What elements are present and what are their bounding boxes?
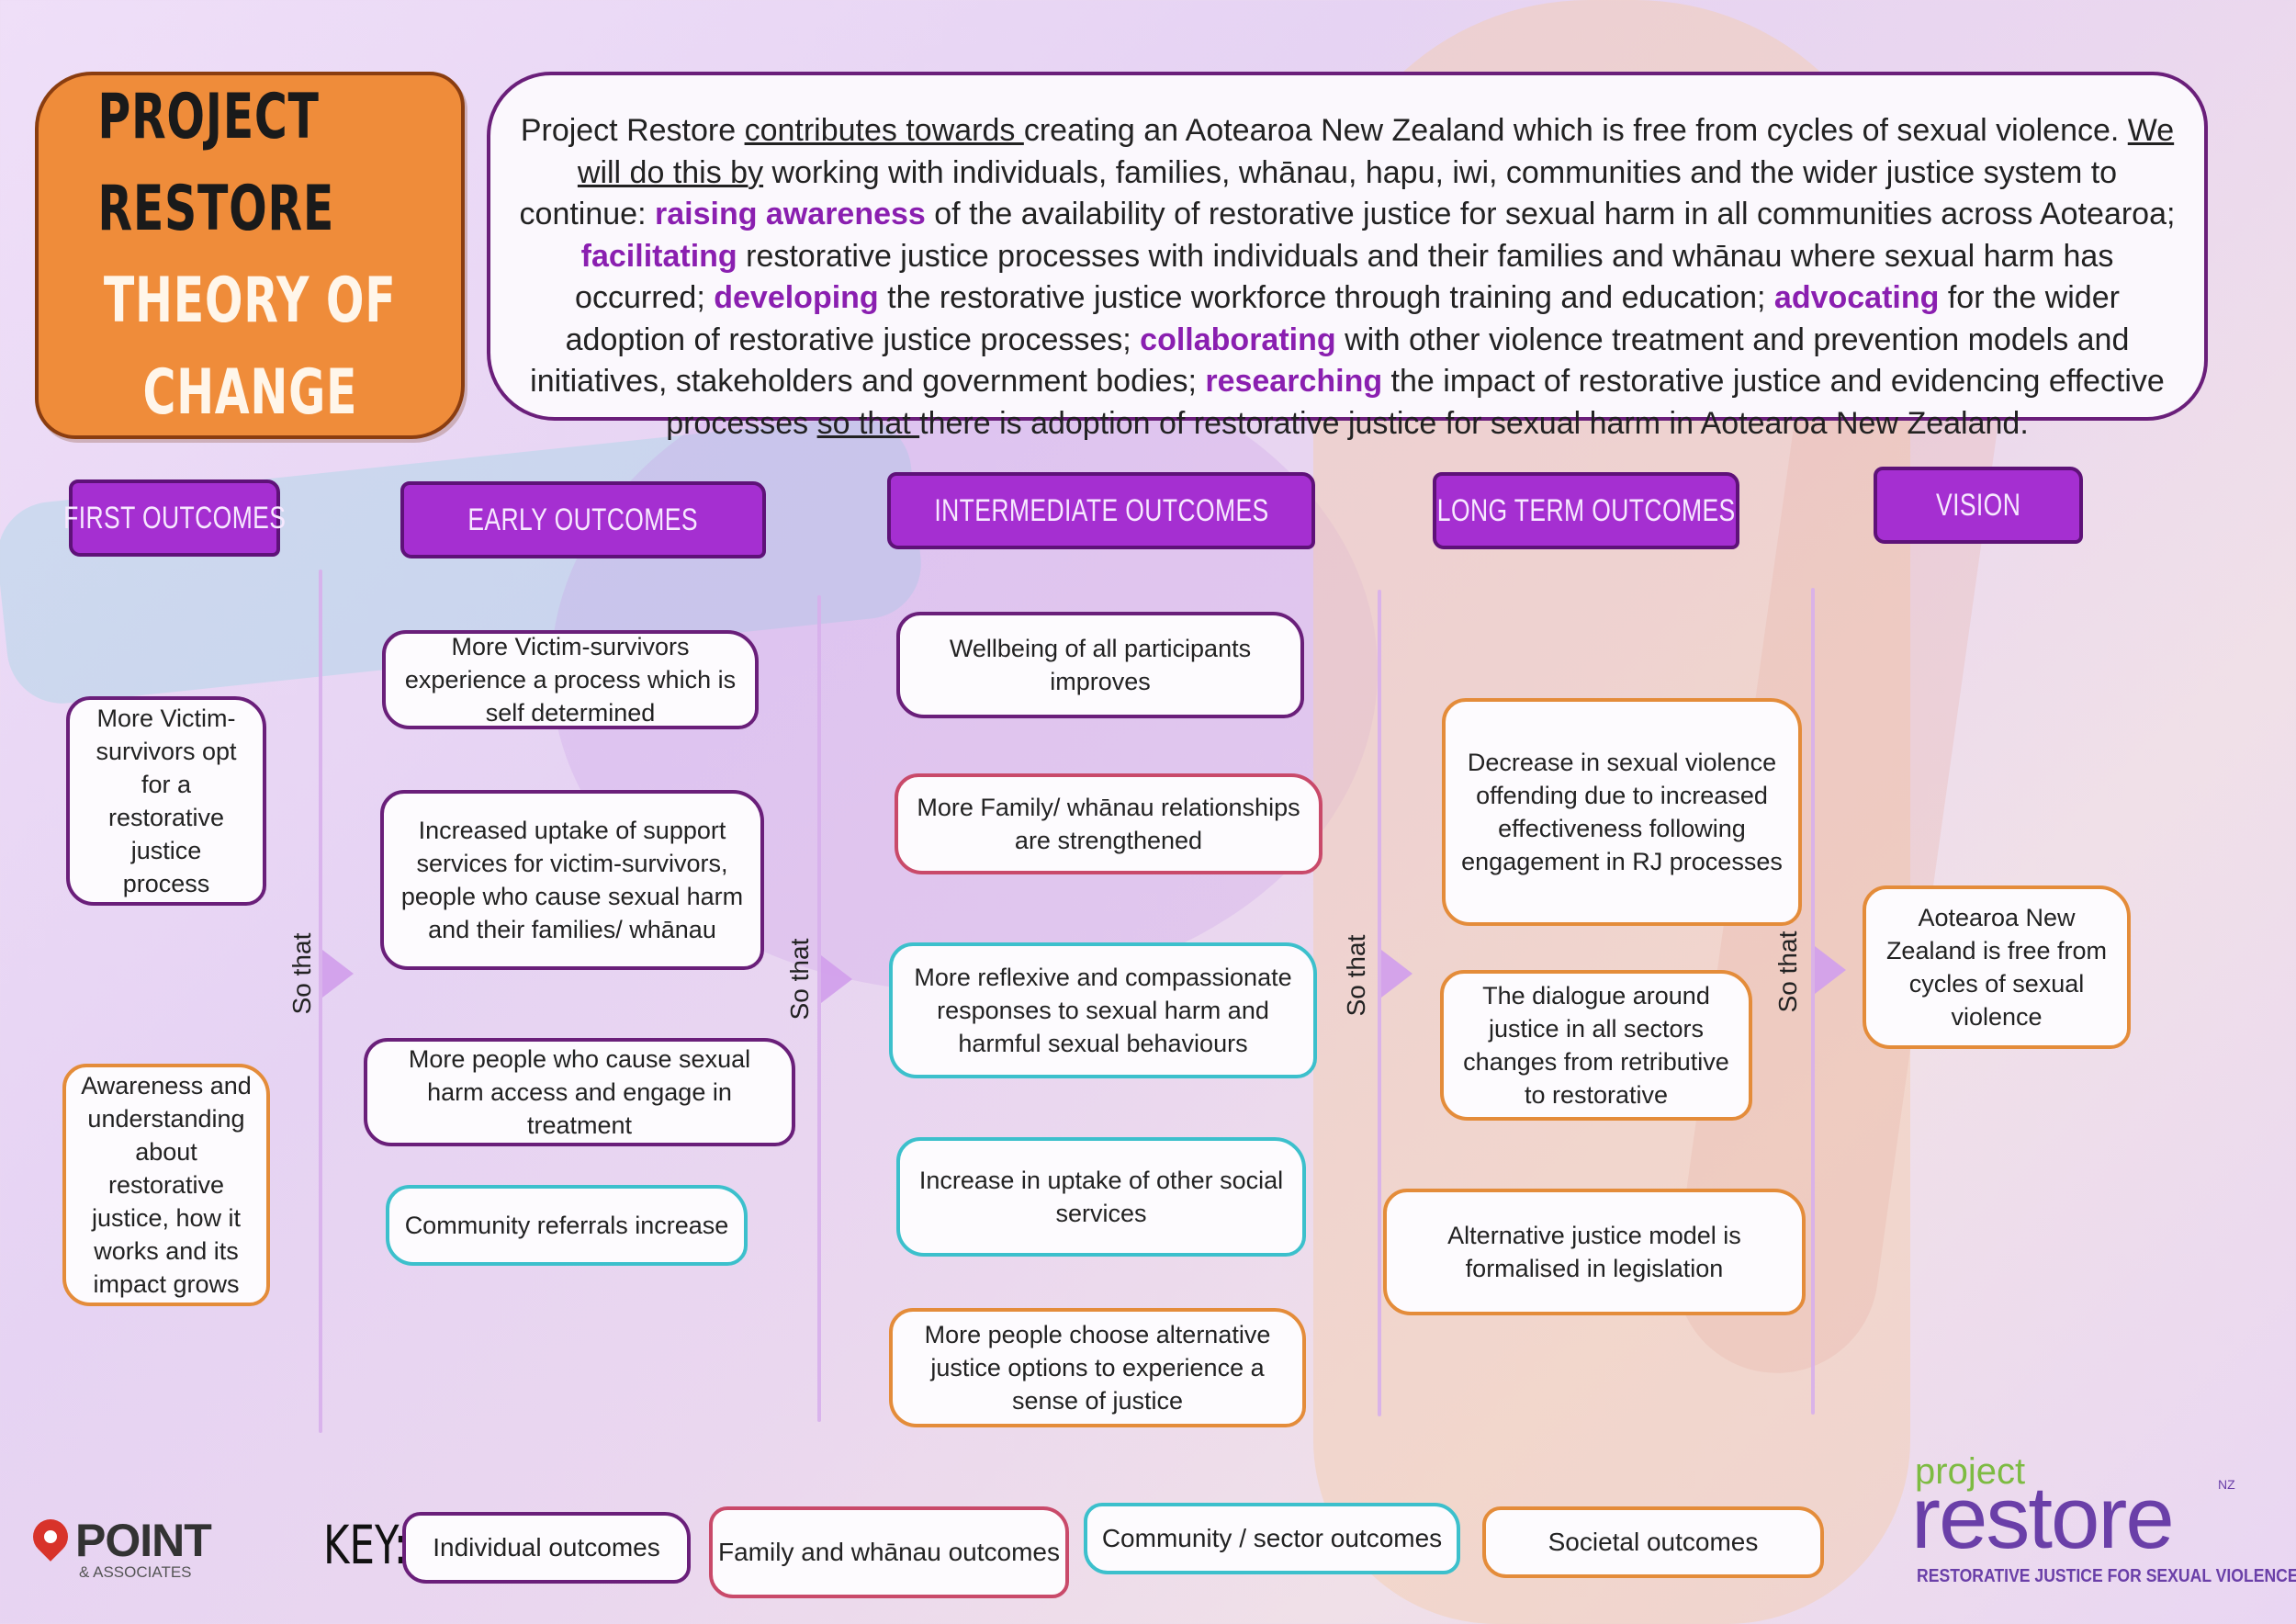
intro-underline: so that [816, 405, 920, 441]
long-term-outcome-card: The dialogue around justice in all secto… [1440, 970, 1752, 1121]
key-family-outcomes: Family and whānau outcomes [709, 1506, 1069, 1598]
header-first-outcomes: FIRST OUTCOMES [63, 479, 286, 557]
title-line-1: PROJECT RESTORE [97, 81, 335, 245]
intro-text: for the wider adoption of restorative ju… [565, 280, 2120, 357]
intro-underline: contributes towards [744, 113, 1024, 148]
early-outcome-card: Increased uptake of support services for… [380, 790, 764, 970]
title-box: PROJECT RESTORE THEORY OF CHANGE [35, 72, 465, 439]
intro-text: with other violence treatment and preven… [530, 321, 2130, 400]
title-line-3: CHANGE [142, 356, 357, 429]
so-that-label: So that [1342, 934, 1370, 1017]
intro-statement: Project Restore contributes towards crea… [487, 72, 2208, 441]
intro-text: the restorative justice workforce throug… [878, 280, 1774, 315]
key-label: KEY: [323, 1514, 408, 1576]
header-vision: VISION [1874, 467, 2083, 544]
intro-text: working with individuals, families, whān… [519, 154, 2118, 232]
intro-underline: We will do this by [577, 113, 2175, 190]
title-line-2: THEORY OF [103, 265, 397, 337]
long-term-outcome-card: Decrease in sexual violence offending du… [1442, 698, 1802, 926]
intermediate-outcome-card: More people choose alternative justice o… [889, 1308, 1306, 1427]
so-that-label: So that [785, 938, 814, 1021]
header-early-outcomes: EARLY OUTCOMES [400, 481, 766, 558]
early-outcome-card: More Victim-survivors experience a proce… [382, 630, 759, 729]
intro-text: Project Restore [520, 113, 745, 148]
first-outcome-card: More Victim-survivors opt for a restorat… [66, 696, 266, 906]
column-divider [817, 595, 821, 1422]
flow-arrow-icon [1381, 950, 1412, 998]
intro-keyword: collaborating [1140, 321, 1336, 357]
point-logo-name: POINT [75, 1515, 212, 1566]
early-outcome-card: More people who cause sexual harm access… [364, 1038, 795, 1146]
intro-keyword: researching [1205, 364, 1383, 399]
early-outcome-card: Community referrals increase [386, 1185, 748, 1266]
intermediate-outcome-card: More Family/ whānau relationships are st… [895, 773, 1322, 874]
key-community-outcomes: Community / sector outcomes [1084, 1503, 1460, 1574]
first-outcome-card: Awareness and understanding about restor… [62, 1064, 270, 1306]
restore-logo-project: project [1915, 1451, 2026, 1492]
intro-text: of the availability of restorative justi… [925, 197, 2176, 231]
restore-logo-name: restore [1911, 1469, 2175, 1567]
column-divider [319, 570, 322, 1433]
point-associates-logo: POINT & ASSOCIATES [26, 1512, 217, 1591]
intro-text: creating an Aotearoa New Zealand which i… [1023, 113, 2128, 148]
header-intermediate-outcomes: INTERMEDIATE OUTCOMES [887, 472, 1315, 549]
intermediate-outcome-card: Wellbeing of all participants improves [896, 612, 1304, 718]
so-that-label: So that [1773, 930, 1802, 1013]
header-long-term-outcomes: LONG TERM OUTCOMES [1433, 472, 1739, 549]
flow-arrow-icon [821, 955, 852, 1003]
column-divider [1811, 588, 1815, 1415]
intro-text: the impact of restorative justice and ev… [666, 364, 2165, 441]
so-that-label: So that [287, 932, 316, 1015]
intro-keyword: advocating [1773, 280, 1940, 315]
intermediate-outcome-card: More reflexive and compassionate respons… [889, 942, 1317, 1078]
restore-logo-nz: NZ [2218, 1477, 2235, 1492]
point-logo-subtitle: & ASSOCIATES [79, 1563, 192, 1581]
column-divider [1378, 590, 1381, 1416]
long-term-outcome-card: Alternative justice model is formalised … [1383, 1189, 1806, 1315]
flow-arrow-icon [322, 950, 354, 998]
key-societal-outcomes: Societal outcomes [1482, 1506, 1824, 1578]
intro-text: restorative justice processes with indiv… [575, 238, 2114, 316]
key-individual-outcomes: Individual outcomes [402, 1512, 691, 1584]
restore-logo-tagline: RESTORATIVE JUSTICE FOR SEXUAL VIOLENCE [1917, 1566, 2296, 1586]
intro-text: there is adoption of restorative justice… [919, 405, 2029, 441]
intermediate-outcome-card: Increase in uptake of other social servi… [896, 1137, 1306, 1257]
intro-keyword: facilitating [580, 238, 737, 274]
project-restore-logo: project restore NZ RESTORATIVE JUSTICE F… [1911, 1451, 2296, 1598]
flow-arrow-icon [1815, 946, 1846, 994]
location-pin-icon [26, 1512, 75, 1562]
vision-card: Aotearoa New Zealand is free from cycles… [1863, 885, 2131, 1049]
intro-keyword: raising awareness [655, 197, 926, 231]
intro-keyword: developing [714, 280, 879, 315]
